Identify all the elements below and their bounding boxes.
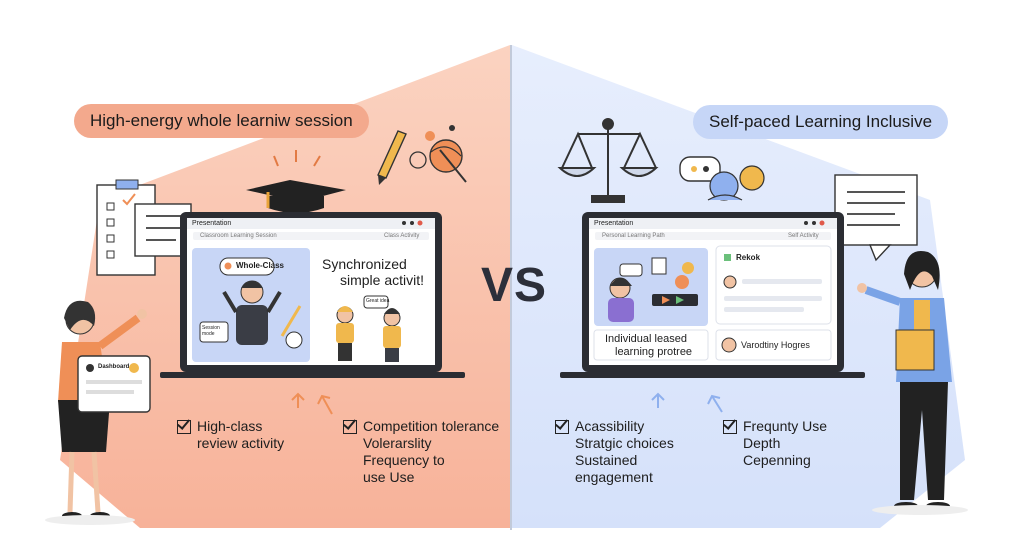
student-illustration (199, 257, 303, 349)
synchronized-heading: Synchronized (322, 256, 407, 272)
teacher-right-illustration (857, 250, 952, 510)
check-line: use Use (363, 469, 415, 485)
whole-class-label: Whole-Class (236, 261, 285, 270)
checkbox-icon (343, 420, 357, 434)
left-browser-title: Presentation (192, 220, 232, 227)
caption-line-2: learning protree (615, 346, 693, 358)
left-banner: High-energy whole learniw session (74, 104, 369, 138)
left-check-group-1: High-class review activity (177, 418, 284, 452)
left-address-right: Class Activity (384, 233, 420, 239)
check-line: engagement (575, 469, 653, 485)
people-illustration (336, 295, 401, 362)
pencil-ball-icon (377, 125, 467, 185)
right-laptop (560, 212, 865, 378)
dashboard-label: Dashboard (98, 364, 130, 370)
right-check-group-2: Frequnty Use Depth Cepenning (723, 418, 827, 469)
right-browser-title: Presentation (594, 220, 634, 227)
caption-line-1: Individual leased (605, 333, 687, 345)
right-address-bar[interactable]: Personal Learning Path (602, 233, 665, 239)
balance-scale-icon (557, 118, 659, 203)
shadow-left (45, 515, 135, 525)
check-line: Stratgic choices (575, 435, 674, 451)
vs-label: VS (481, 259, 548, 312)
graduation-cap-icon (246, 150, 346, 213)
session-mode-label: Session mode (202, 325, 220, 337)
check-line: Acassibility (575, 418, 645, 434)
simple-activity-heading: simple activit! (340, 272, 425, 288)
right-arrows (651, 392, 723, 413)
teacher-left-illustration (58, 300, 151, 520)
right-address-right: Self Activity (788, 233, 819, 239)
check-line: Frequnty Use (743, 418, 828, 434)
learner-illustration (608, 257, 698, 322)
check-line: Cepenning (743, 452, 811, 468)
right-banner: Self-paced Learning Inclusive (693, 105, 949, 139)
check-line: Competition tolerance (363, 418, 500, 434)
check-line: Sustained (575, 452, 638, 468)
chat-people-icon (679, 156, 765, 201)
document-bubble-icon (834, 174, 918, 262)
shadow-right (872, 505, 968, 515)
check-line: High-class (197, 418, 263, 434)
right-check-group-1: Acassibility Stratgic choices Sustained … (555, 418, 674, 486)
profile-label: Varodtiny Hogres (741, 340, 810, 350)
checkbox-icon (177, 420, 191, 434)
left-arrows (291, 392, 333, 415)
checkbox-icon (555, 420, 569, 434)
left-address-bar[interactable]: Classroom Learning Session (200, 233, 277, 239)
speech-bubble-text: Great idea (366, 298, 390, 304)
check-line: Volerarslity (363, 435, 432, 451)
left-check-group-2: Competition tolerance Volerarslity Frequ… (343, 418, 499, 486)
feed-panel-items (721, 254, 822, 353)
check-line: review activity (197, 435, 285, 451)
check-line: Depth (743, 435, 781, 451)
check-line: Frequency to (363, 452, 445, 468)
feed-title: Rekok (736, 253, 761, 262)
checkbox-icon (723, 420, 737, 434)
